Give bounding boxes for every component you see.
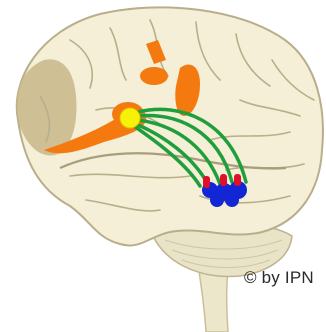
credit-label: © by IPN [244, 268, 314, 288]
yellow-node [120, 108, 140, 128]
orange-region-mid [140, 67, 168, 85]
